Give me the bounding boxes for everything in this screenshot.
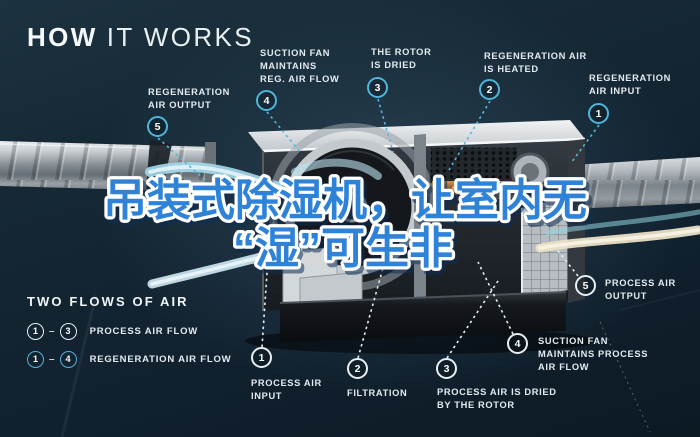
label-line: AIR INPUT [589,86,642,96]
badge-process-2: 2 [347,358,368,379]
leader-line-proc-3 [446,277,501,359]
leader-line-reg-5 [157,137,207,182]
callout-label-regeneration-1: REGENERATION AIR INPUT [589,72,671,98]
badge-process-1: 1 [251,347,272,368]
badge-regeneration-1: 1 [588,103,609,124]
badge-regeneration-3: 3 [367,77,388,98]
legend-dash: – [49,325,55,337]
right-wall [568,139,585,303]
badge-process-3: 3 [436,358,457,379]
ribbon-output-teal [545,209,700,236]
unit-base [280,292,566,342]
leader-line-proc-4 [477,261,514,335]
badge-regeneration-5: 5 [147,116,168,137]
leader-line-reg-2 [448,100,491,171]
page-title: HOW IT WORKS [27,22,254,53]
legend-circle-from: 1 [27,350,44,368]
legend-circle-to: 4 [59,350,77,368]
badge-process-5: 5 [575,275,596,296]
label-line: REGENERATION [148,87,231,97]
legend-label: REGENERATION AIR FLOW [89,353,232,365]
title-it-works: IT WORKS [106,22,255,52]
label-line: MAINTAINS [260,61,317,71]
callout-label-process-5: PROCESS AIR OUTPUT [605,277,676,303]
leader-lines [157,98,651,433]
badge-regeneration-4: 4 [256,90,277,111]
badge-regeneration-2: 2 [479,79,500,100]
label-line: IS DRIED [371,60,417,70]
leader-line-proc-1 [261,257,269,348]
label-line: INPUT [251,391,283,401]
badge-process-4: 4 [507,333,528,354]
callout-label-regeneration-2: REGENERATION AIR IS HEATED [484,50,587,76]
title-how: HOW [27,22,98,52]
legend-two-flows: TWO FLOWS OF AIR 1 – 3 PROCESS AIR FLOW … [27,294,231,378]
label-line: SUCTION FAN [538,336,609,346]
label-line: PROCESS AIR [605,278,676,288]
legend-heading: TWO FLOWS OF AIR [27,294,189,309]
callout-label-process-3: PROCESS AIR IS DRIED BY THE ROTOR [437,386,557,412]
label-line: MAINTAINS PROCESS [538,349,649,359]
legend-row-process: 1 – 3 PROCESS AIR FLOW [27,322,231,340]
legend-circle-from: 1 [27,322,44,340]
label-line: THE ROTOR [371,47,432,57]
air-ribbons [145,158,700,289]
callout-label-regeneration-5: REGENERATION AIR OUTPUT [148,86,230,112]
label-line: REGENERATION AIR [484,51,587,61]
label-line: SUCTION FAN [260,48,331,58]
rotor-hub [336,191,368,223]
legend-label: PROCESS AIR FLOW [89,325,199,337]
label-line: IS HEATED [484,64,539,74]
leader-line-proc-5 [554,246,579,277]
legend-dash: – [49,353,55,365]
ribbon-rotor [291,158,382,180]
label-line: PROCESS AIR IS DRIED [437,387,557,397]
label-line: BY THE ROTOR [437,400,515,410]
leader-line-reg-4 [266,111,302,154]
callout-label-process-4: SUCTION FAN MAINTAINS PROCESS AIR FLOW [538,335,648,374]
legend-row-regeneration: 1 – 4 REGENERATION AIR FLOW [27,350,231,368]
callout-label-regeneration-4: SUCTION FAN MAINTAINS REG. AIR FLOW [260,47,339,86]
suspension-cable [599,321,651,433]
divider-panel [414,133,426,303]
label-line: PROCESS AIR [251,378,322,388]
label-line: OUTPUT [605,291,648,301]
room-seams [60,289,700,437]
callout-label-process-1: PROCESS AIR INPUT [251,377,322,403]
label-line: AIR FLOW [538,362,590,372]
callout-label-regeneration-3: THE ROTOR IS DRIED [371,46,431,72]
heater-mesh [429,146,519,184]
label-line: REGENERATION [589,73,672,83]
callout-label-process-2: FILTRATION [347,387,407,400]
label-line: FILTRATION [347,388,408,398]
leader-line-reg-1 [570,124,600,164]
label-line: REG. AIR FLOW [260,74,340,84]
dehumidifier-unit [245,120,595,354]
ribbon-heater [435,185,523,199]
right-duct [570,157,700,211]
label-line: AIR OUTPUT [148,100,212,110]
legend-circle-to: 3 [59,322,77,340]
